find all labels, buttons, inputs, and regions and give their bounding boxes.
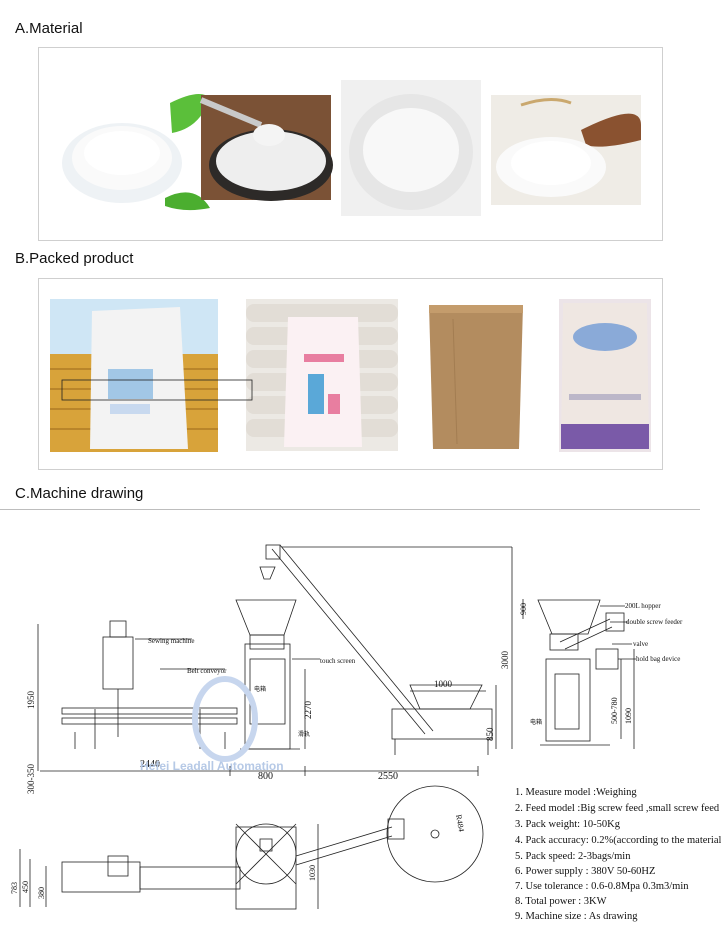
spec-item: 7. Use tolerance : 0.6-0.8Mpa 0.3m3/min: [515, 881, 689, 892]
section-title-drawing: C.Machine drawing: [15, 485, 144, 502]
dim-2270: 2270: [303, 701, 313, 720]
material-photo-bowl: [60, 88, 210, 213]
dim-900: 900: [519, 603, 528, 615]
packed-photo-printed-bag: [559, 299, 651, 452]
dim-1950: 1950: [26, 691, 36, 710]
dim-1090: 1090: [624, 708, 633, 724]
label-touch-screen: touch screen: [320, 657, 356, 665]
section-divider: [0, 509, 700, 510]
spec-item: 6. Power supply : 380V 50-60HZ: [515, 866, 656, 877]
dim-800: 800: [258, 771, 273, 782]
watermark-text: Hefei Leadall Automation: [140, 759, 284, 773]
spec-item: 1. Measure model :Weighing: [515, 787, 637, 798]
packed-photo-wheat-bag: [50, 299, 218, 452]
dim-1000: 1000: [434, 679, 453, 689]
dim-2550: 2550: [378, 771, 398, 782]
label-double-screw-feeder: double screw feeder: [626, 618, 683, 626]
spec-item: 5. Pack speed: 2-3bags/min: [515, 851, 631, 862]
packed-photo-stacked-bags: [246, 299, 398, 451]
material-photo-spoon: [199, 95, 333, 201]
dim-3000: 3000: [500, 651, 510, 670]
material-photo-panel: [38, 47, 663, 241]
material-photo-wooden-spoon: [491, 95, 641, 205]
spec-item: 8. Total power : 3KW: [515, 896, 607, 907]
dim-380: 380: [37, 887, 46, 899]
dim-2440: 2440: [140, 759, 160, 770]
dim-r484: R484: [454, 814, 466, 833]
dim-850: 850: [485, 727, 495, 741]
dim-500-780: 500-780: [610, 697, 619, 724]
spec-item: 9. Machine size : As drawing: [515, 911, 638, 922]
label-rail: 滑轨: [298, 730, 310, 738]
watermark-logo: [192, 676, 258, 762]
dim-1030: 1030: [308, 865, 317, 881]
section-title-packed: B.Packed product: [15, 250, 134, 267]
label-electric-box: 电箱: [254, 685, 266, 693]
label-valve: valve: [633, 640, 648, 648]
label-hopper: 200L hopper: [625, 602, 661, 610]
label-hold-bag-device: hold bag device: [636, 655, 680, 663]
dim-783: 783: [10, 882, 19, 894]
label-electric-box-front: 电箱: [530, 718, 542, 726]
spec-item: 2. Feed model :Big screw feed ,small scr…: [515, 803, 720, 814]
dim-450: 450: [21, 881, 30, 893]
spec-item: 3. Pack weight: 10-50Kg: [515, 819, 620, 830]
machine-drawing: Sewing machine Belt conveyor touch scree…: [10, 379, 683, 910]
label-belt-conveyor: Belt conveyor: [187, 667, 227, 675]
packed-photo-kraft-bag: [423, 299, 529, 452]
section-title-material: A.Material: [15, 20, 83, 37]
dim-300-350: 300-350: [26, 764, 36, 794]
packed-photo-panel: [38, 278, 663, 470]
material-photo-pile: [341, 80, 481, 216]
label-sewing-machine: Sewing machine: [148, 637, 194, 645]
spec-item: 4. Pack accuracy: 0.2%(according to the …: [515, 835, 721, 846]
